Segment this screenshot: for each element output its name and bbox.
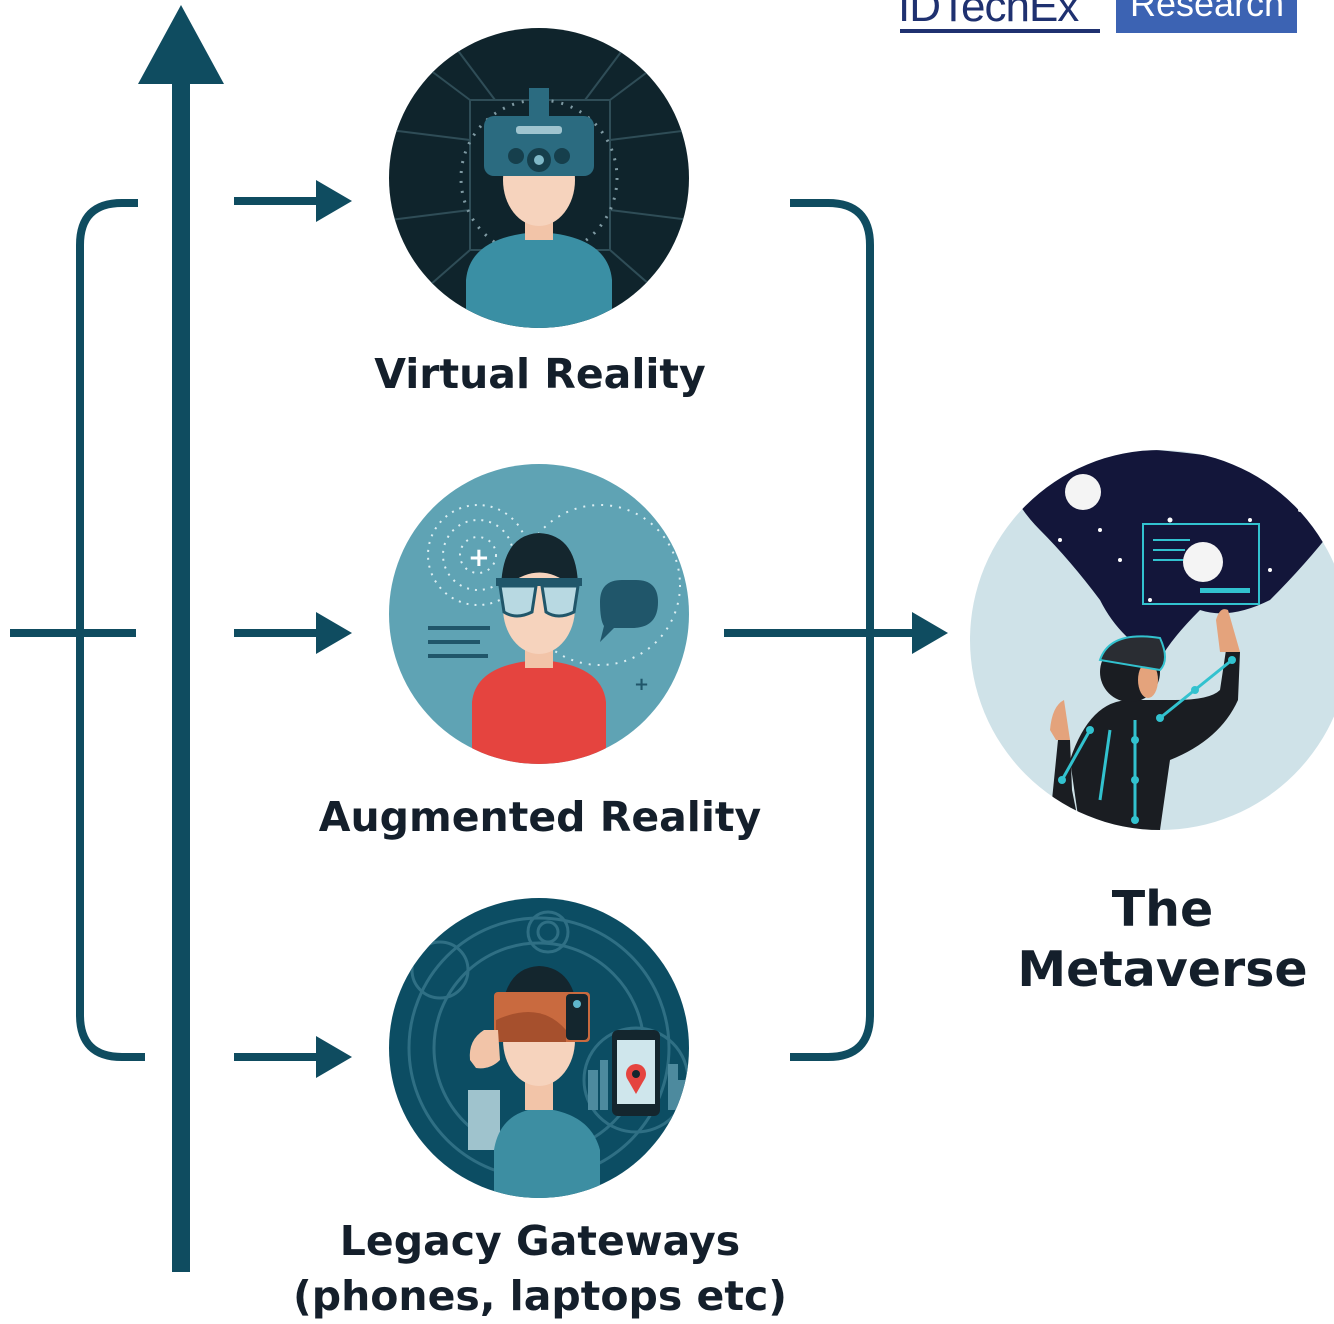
ar-label: Augmented Reality: [318, 793, 762, 841]
arrow-to-legacy: [234, 1036, 352, 1078]
legacy-label-line1: Legacy Gateways: [339, 1217, 741, 1265]
vr-illustration: [389, 28, 689, 328]
arrow-to-ar: [234, 612, 352, 654]
svg-text:+: +: [634, 674, 649, 695]
arrow-to-vr: [234, 180, 352, 222]
legacy-label-line2: (phones, laptops etc): [292, 1272, 787, 1320]
metaverse-label-line1: The: [1111, 881, 1214, 938]
logo-underline: [900, 29, 1100, 33]
legacy-illustration: [389, 898, 689, 1198]
logo-brand-text: IDTechEx: [898, 0, 1079, 31]
left-bracket: [10, 199, 145, 1061]
arrow-to-metaverse: [724, 612, 948, 654]
vr-label: Virtual Reality: [374, 350, 706, 398]
vertical-arrow: [138, 5, 224, 1272]
logo-research-text: Research: [1130, 0, 1285, 24]
ar-illustration: + +: [389, 464, 689, 764]
metaverse-label-line2: Metaverse: [1017, 941, 1308, 998]
logo-research-box: Research: [1116, 0, 1297, 33]
metaverse-illustration: [970, 450, 1334, 830]
svg-text:+: +: [468, 543, 490, 573]
idtechex-logo: IDTechEx Research: [898, 0, 1308, 34]
metaverse-label: The Metaverse: [990, 880, 1334, 1000]
legacy-label: Legacy Gateways (phones, laptops etc): [240, 1214, 840, 1324]
